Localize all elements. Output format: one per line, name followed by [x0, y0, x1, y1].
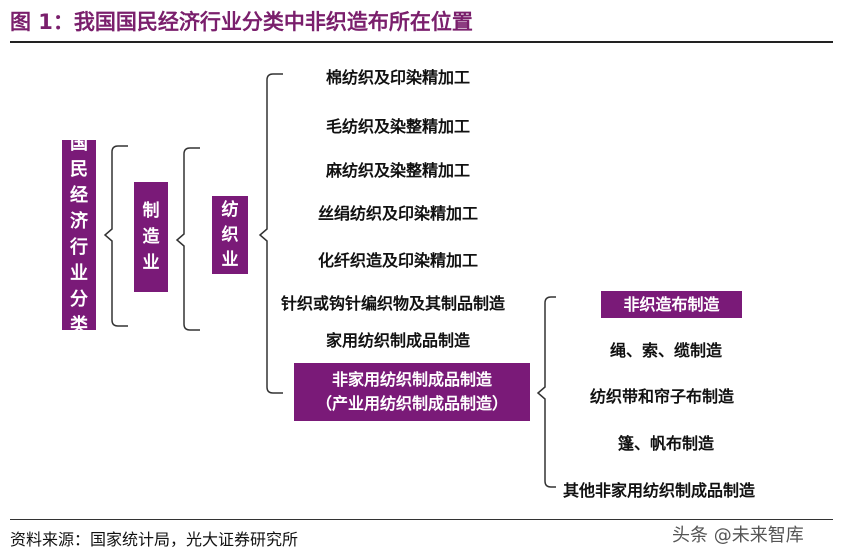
level2-box: 制造业 [134, 182, 168, 292]
watermark: 头条 @未来智库 [672, 525, 804, 546]
source-note: 资料来源：国家统计局，光大证券研究所 [10, 530, 299, 549]
branch-hemp: 麻纺织及染整精加工 [326, 161, 471, 180]
branch-chemical-fiber: 化纤织造及印染精加工 [318, 251, 479, 270]
sub-branch-other: 其他非家用纺织制成品制造 [563, 481, 756, 500]
level1-box: 国民经济行业分类 [62, 133, 96, 336]
bracket-level2 [175, 147, 200, 331]
bracket-level3 [258, 73, 283, 394]
branch-knitting: 针织或钩针编织物及其制品制造 [281, 294, 506, 313]
branch-silk: 丝绢纺织及印染精加工 [318, 204, 479, 223]
sub-branch-rope: 绳、索、缆制造 [610, 341, 723, 360]
sub-branch-canvas: 篷、帆布制造 [618, 434, 715, 453]
branch-cotton: 棉纺织及印染精加工 [326, 68, 471, 87]
page-title: 图 1：我国国民经济行业分类中非织造布所在位置 [10, 10, 473, 34]
level3-box: 纺织业 [212, 196, 248, 274]
level2-label: 制造业 [142, 201, 160, 273]
title-divider [10, 41, 833, 43]
branch-wool: 毛纺织及染整精加工 [326, 117, 471, 136]
non-home-textile-line2: （产业用纺织制成品制造） [315, 394, 508, 413]
branch-non-home-textile: 非家用纺织制成品制造 （产业用纺织制成品制造） [294, 363, 530, 421]
sub-branch-tape-cord: 纺织带和帘子布制造 [590, 387, 735, 406]
footer-divider [10, 519, 833, 520]
level1-label: 国民经济行业分类 [70, 133, 88, 336]
bracket-level4 [536, 296, 556, 488]
sub-branch-nonwoven: 非织造布制造 [601, 291, 742, 318]
non-home-textile-line1: 非家用纺织制成品制造 [331, 370, 492, 389]
branch-home-textile: 家用纺织制成品制造 [326, 331, 471, 350]
bracket-level1 [103, 145, 128, 327]
level3-label: 纺织业 [221, 199, 239, 270]
